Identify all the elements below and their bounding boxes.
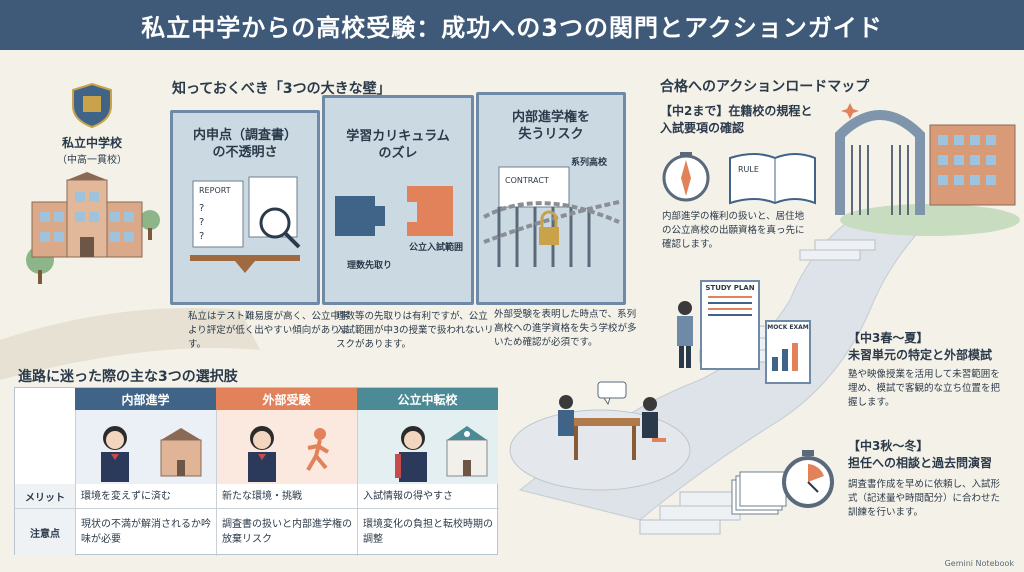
rule-icon-text: RULE <box>738 165 759 174</box>
road-step-3-label-line2: 担任への相談と過去問演習 <box>848 456 993 470</box>
locked-gate-icon: CONTRACT <box>483 166 620 267</box>
wall-panel-3: 内部進学権を 失うリスク 系列高校 CONTRACT <box>476 92 626 305</box>
report-icon-text: REPORT <box>199 186 231 195</box>
contract-icon-text: CONTRACT <box>505 176 549 185</box>
road-step-1-label-line2: 入試要項の確認 <box>660 121 745 135</box>
wall-1-desc: 私立はテスト難易度が高く、公立中学より評定が低く出やすい傾向があります。 <box>188 311 350 350</box>
option-3-caution: 環境変化の負担と転校時期の調整 <box>363 519 493 545</box>
wall-2-label-right: 公立入試範囲 <box>409 243 464 253</box>
school-sub: （中高一貫校） <box>57 155 127 166</box>
option-col-3-header: 公立中転校 <box>357 388 498 410</box>
wall-3-label-right: 系列高校 <box>571 158 608 168</box>
roadmap-heading: 合格へのアクションロードマップ <box>660 79 870 95</box>
options-table: 内部進学 外部受験 公立中転校 <box>14 387 499 556</box>
wall-panel-2: 学習カリキュラム のズレ 理数先取り 公立入試範囲 <box>322 95 474 305</box>
wall-3-title-line1: 内部進学権を <box>511 110 590 125</box>
mock-exam-chart: MOCK EXAM <box>765 320 811 384</box>
option-3-merit: 入試情報の得やすさ <box>363 490 453 502</box>
brand-logo: Gemini Notebook <box>944 559 1014 568</box>
wall-2-title-line1: 学習カリキュラム <box>346 129 450 144</box>
svg-text:?: ? <box>199 203 204 214</box>
wall-2-desc: 理数等の先取りは有利ですが、公立入試範囲が中3の授業で扱われないリスクがあります… <box>336 311 494 350</box>
road-step-2-desc: 塾や映像授業を活用して未習範囲を埋め、模試で客観的な立ち位置を把握します。 <box>848 369 1001 408</box>
wall-1-title-line1: 内申点（調査書） <box>192 128 297 143</box>
wall-2-label-left: 理数先取り <box>347 261 393 271</box>
mock-exam-text: MOCK EXAM <box>767 324 809 331</box>
row-label-merit: メリット <box>15 484 75 508</box>
option-col-2-header: 外部受験 <box>216 388 357 410</box>
road-step-2-label-line2: 未習単元の特定と外部模試 <box>848 348 993 362</box>
report-magnifier-icon: REPORT ??? <box>190 176 301 273</box>
option-1-illustration <box>75 410 216 484</box>
study-plan-board: STUDY PLAN <box>700 280 760 370</box>
option-2-caution: 調査書の扱いと内部進学権の放棄リスク <box>222 519 352 545</box>
stopwatch-papers-icon <box>731 450 834 515</box>
student-school-icon <box>101 426 202 482</box>
svg-text:?: ? <box>199 217 204 228</box>
road-step-2-label-line1: 【中3春〜夏】 <box>848 331 929 345</box>
road-step-1-label-line1: 【中2まで】在籍校の規程と <box>660 104 813 118</box>
page-title: 私立中学からの高校受験：成功への3つの関門とアクションガイド <box>141 13 883 42</box>
title-bar: 私立中学からの高校受験：成功への3つの関門とアクションガイド <box>0 0 1024 50</box>
study-plan-text: STUDY PLAN <box>705 284 755 292</box>
wall-panel-1: 内申点（調査書） の不透明さ REPORT ??? <box>170 110 320 305</box>
goal-gate-building-icon <box>835 103 1016 215</box>
student-public-school-icon <box>395 426 488 482</box>
option-2-merit: 新たな環境・挑戦 <box>222 490 302 502</box>
road-step-1-desc: 内部進学の権利の扱いと、居住地の公立高校の出願資格を真っ先に確認します。 <box>662 211 805 250</box>
option-1-merit: 環境を変えずに済む <box>81 490 171 502</box>
teacher-figure-icon <box>677 301 693 368</box>
row-divider <box>15 508 499 509</box>
puzzle-mismatch-icon <box>335 186 453 236</box>
options-heading: 進路に迷った際の主な3つの選択肢 <box>18 369 238 385</box>
school-name: 私立中学校 <box>61 136 122 150</box>
wall-3-desc: 外部受験を表明した時点で、系列高校への進学資格を失う学校が多いため確認が必須です… <box>494 309 637 348</box>
row-label-caution: 注意点 <box>15 509 75 555</box>
col-divider-1 <box>75 410 76 556</box>
school-building-icon <box>31 172 143 258</box>
bar-chart-icon <box>772 343 798 371</box>
option-3-illustration <box>357 410 498 484</box>
student-running-icon <box>248 426 330 482</box>
walls-heading: 知っておくべき「3つの大きな壁」 <box>172 81 391 97</box>
col-divider-2 <box>216 410 217 556</box>
svg-text:?: ? <box>199 231 204 242</box>
road-step-3-label-line1: 【中3秋〜冬】 <box>848 439 929 453</box>
option-col-1-header: 内部進学 <box>75 388 216 410</box>
col-divider-3 <box>357 410 358 556</box>
wall-2-title-line2: のズレ <box>378 146 418 161</box>
school-crest-icon <box>72 82 112 129</box>
wall-1-title-line2: の不透明さ <box>212 145 278 160</box>
option-1-caution: 現状の不満が解消されるか吟味が必要 <box>81 519 211 545</box>
consultation-scene-icon <box>558 381 666 460</box>
wall-3-title-line2: 失うリスク <box>518 127 584 142</box>
road-step-3-desc: 調査書作成を早めに依頼し、入試形式（記述量や時間配分）に合わせた訓練を行います。 <box>848 479 1001 518</box>
compass-book-icon: RULE <box>662 152 816 205</box>
school-block: 私立中学校 （中高一貫校） <box>22 80 162 262</box>
option-2-illustration <box>216 410 357 484</box>
